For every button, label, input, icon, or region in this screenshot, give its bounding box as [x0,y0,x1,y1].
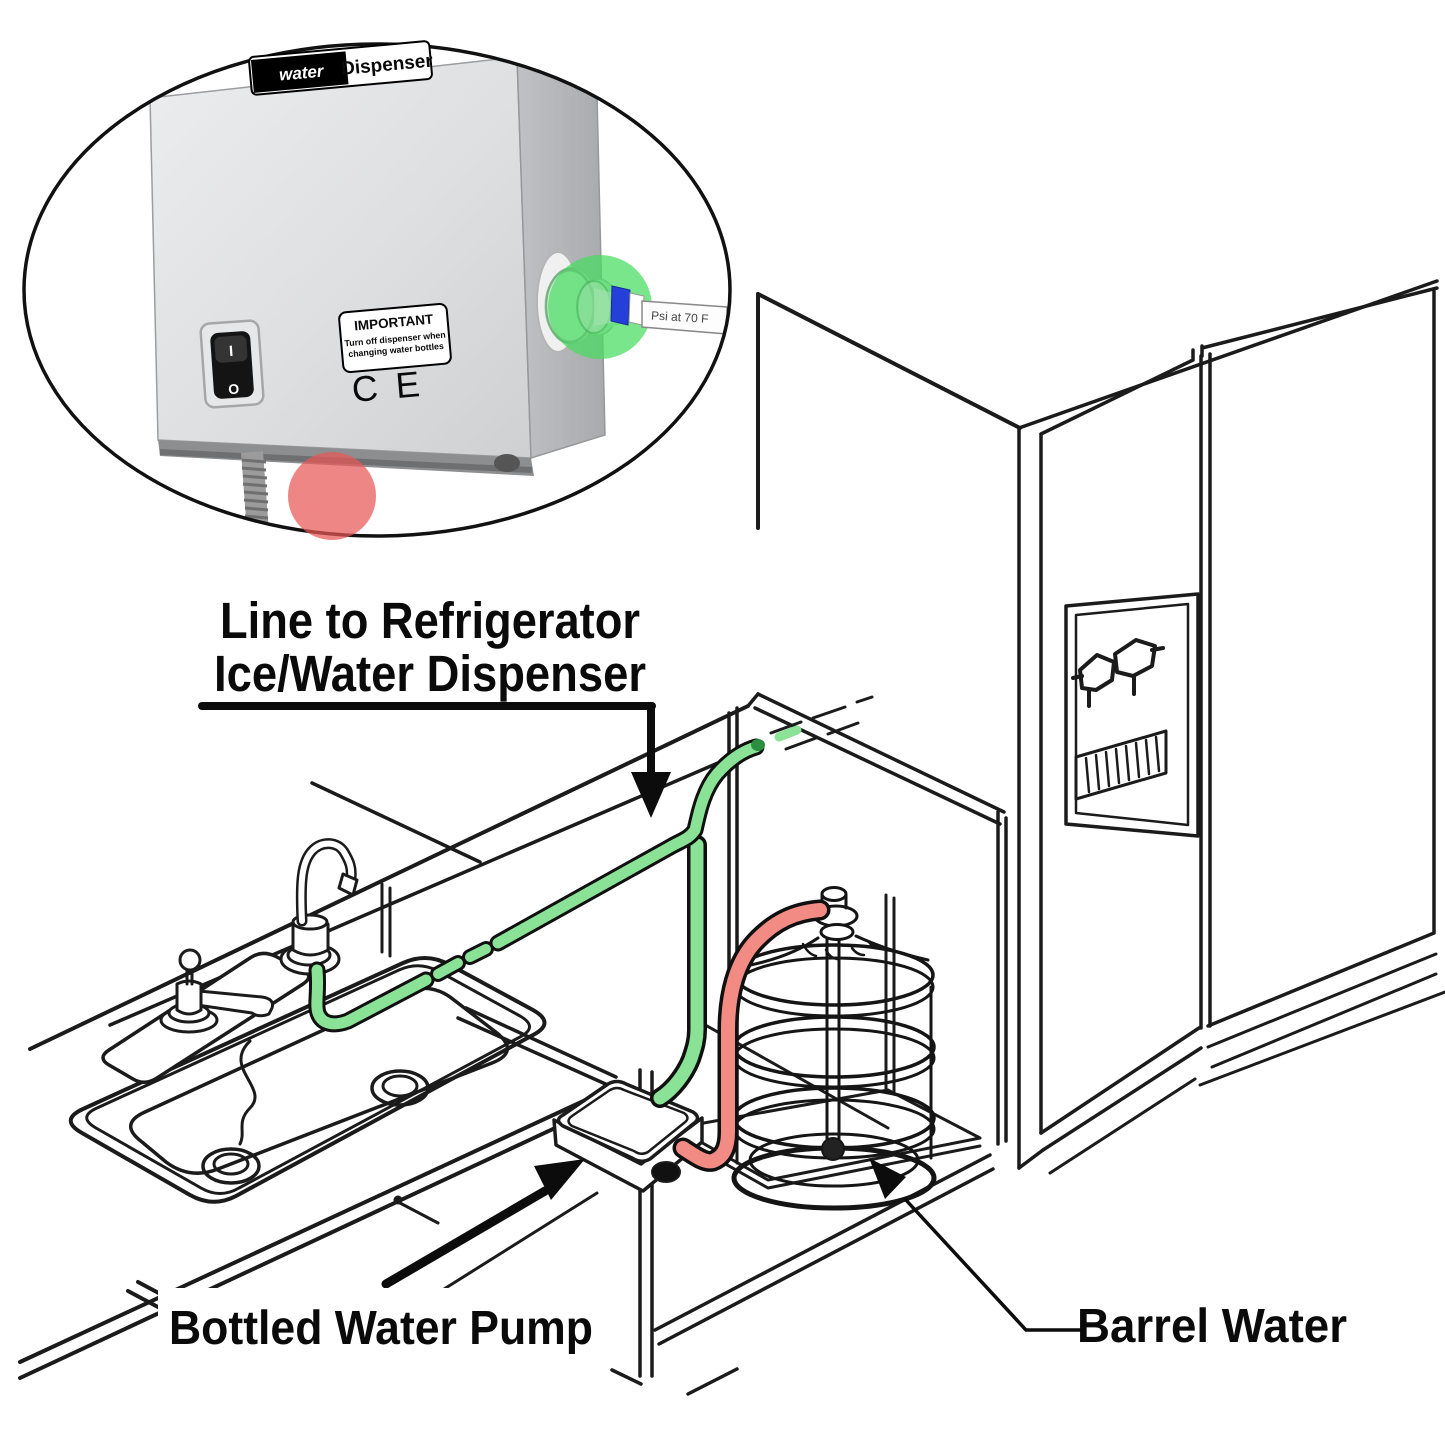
svg-text:Psi at 70 F: Psi at 70 F [651,308,709,325]
svg-text:I: I [228,343,233,360]
svg-text:Bottled Water Pump: Bottled Water Pump [169,1302,593,1355]
svg-text:O: O [228,381,240,398]
svg-text:Ice/Water Dispenser: Ice/Water Dispenser [214,645,646,702]
svg-text:Line to Refrigerator: Line to Refrigerator [220,592,640,649]
svg-text:C E: C E [350,363,425,410]
svg-text:IMPORTANT: IMPORTANT [354,312,435,334]
svg-text:water: water [278,61,325,84]
svg-text:Barrel Water: Barrel Water [1077,1300,1347,1353]
